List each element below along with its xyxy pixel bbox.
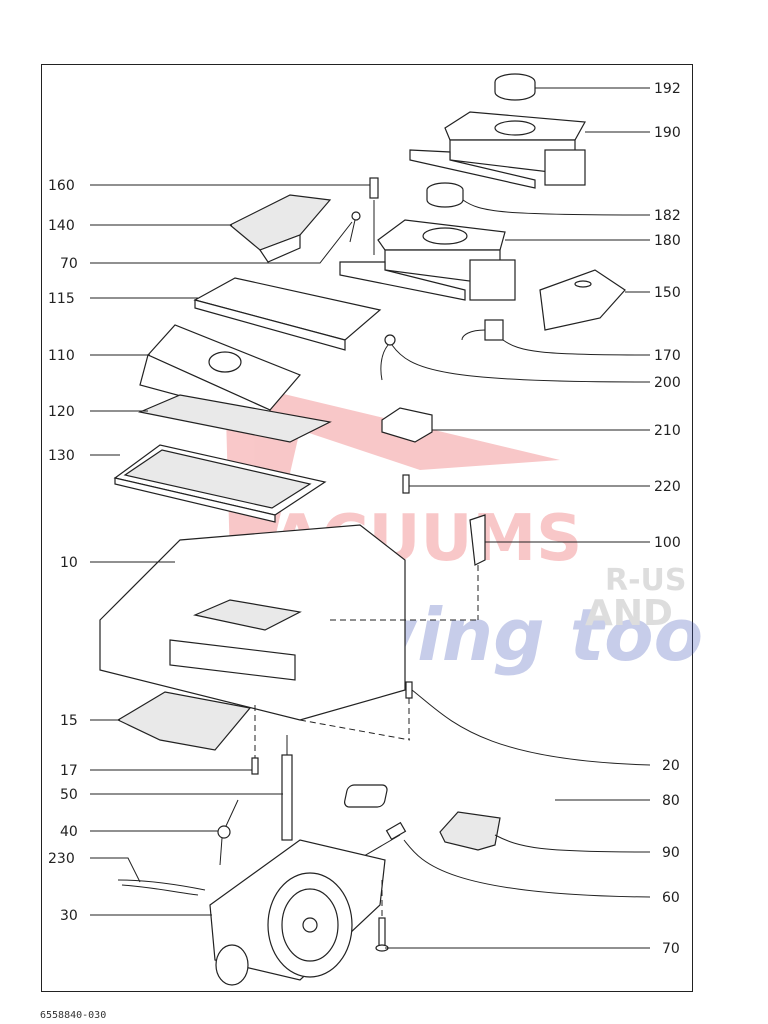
label-130: 130 — [48, 448, 75, 464]
part-120-filter-mesh — [137, 394, 332, 443]
watermark-line3a: R-US — [605, 563, 687, 598]
label-90: 90 — [662, 845, 680, 861]
part-50-rod — [281, 735, 293, 841]
label-140: 140 — [48, 218, 75, 234]
label-230: 230 — [48, 851, 75, 867]
part-230-cable — [117, 879, 206, 896]
label-150: 150 — [654, 285, 681, 301]
label-30: 30 — [60, 908, 78, 924]
label-100: 100 — [654, 535, 681, 551]
part-30-cord-reel — [209, 839, 386, 986]
label-10: 10 — [60, 555, 78, 571]
label-170: 170 — [654, 348, 681, 364]
label-80: 80 — [662, 793, 680, 809]
label-70-bottom: 70 — [662, 941, 680, 957]
label-20: 20 — [662, 758, 680, 774]
part-160-spring — [369, 177, 379, 255]
label-15: 15 — [60, 713, 78, 729]
label-192: 192 — [654, 81, 681, 97]
part-140-cover — [228, 194, 332, 263]
part-200-sensor — [380, 334, 396, 381]
label-200: 200 — [654, 375, 681, 391]
part-130-hepa-filter — [113, 444, 327, 523]
label-110: 110 — [48, 348, 75, 364]
part-192-knob — [494, 73, 536, 101]
label-180: 180 — [654, 233, 681, 249]
part-70-screw-top — [349, 211, 361, 243]
part-115-grid-frame — [193, 277, 382, 351]
label-190: 190 — [654, 125, 681, 141]
part-100-latch — [469, 514, 486, 620]
label-40: 40 — [60, 824, 78, 840]
leader-lines — [90, 87, 651, 949]
part-210-connector — [381, 407, 433, 443]
diagram-frame — [41, 64, 693, 992]
label-210: 210 — [654, 423, 681, 439]
label-50: 50 — [60, 787, 78, 803]
part-17-screw — [251, 705, 259, 775]
label-60: 60 — [662, 890, 680, 906]
part-80-ring — [343, 784, 388, 808]
part-170-switch — [461, 319, 504, 341]
part-190-top-cover — [409, 111, 586, 189]
part-10-main-body — [99, 524, 478, 741]
part-182-knob — [426, 182, 464, 208]
label-160: 160 — [48, 178, 75, 194]
part-90-connector — [439, 811, 501, 851]
document-number: 6558840-030 — [40, 1010, 107, 1021]
label-70-top: 70 — [60, 256, 78, 272]
part-labels: 192 190 182 180 150 170 200 210 220 100 … — [48, 81, 681, 957]
part-150-cover — [539, 269, 626, 331]
label-120: 120 — [48, 404, 75, 420]
label-17: 17 — [60, 763, 78, 779]
part-40-grommet — [217, 799, 239, 866]
part-220-screw — [402, 474, 410, 494]
part-20-screw — [405, 681, 413, 740]
label-220: 220 — [654, 479, 681, 495]
label-115: 115 — [48, 291, 75, 307]
part-15-intake — [116, 691, 252, 751]
watermark-line3b: AND — [585, 593, 673, 634]
part-180-inner-cover — [339, 219, 516, 301]
label-182: 182 — [654, 208, 681, 224]
